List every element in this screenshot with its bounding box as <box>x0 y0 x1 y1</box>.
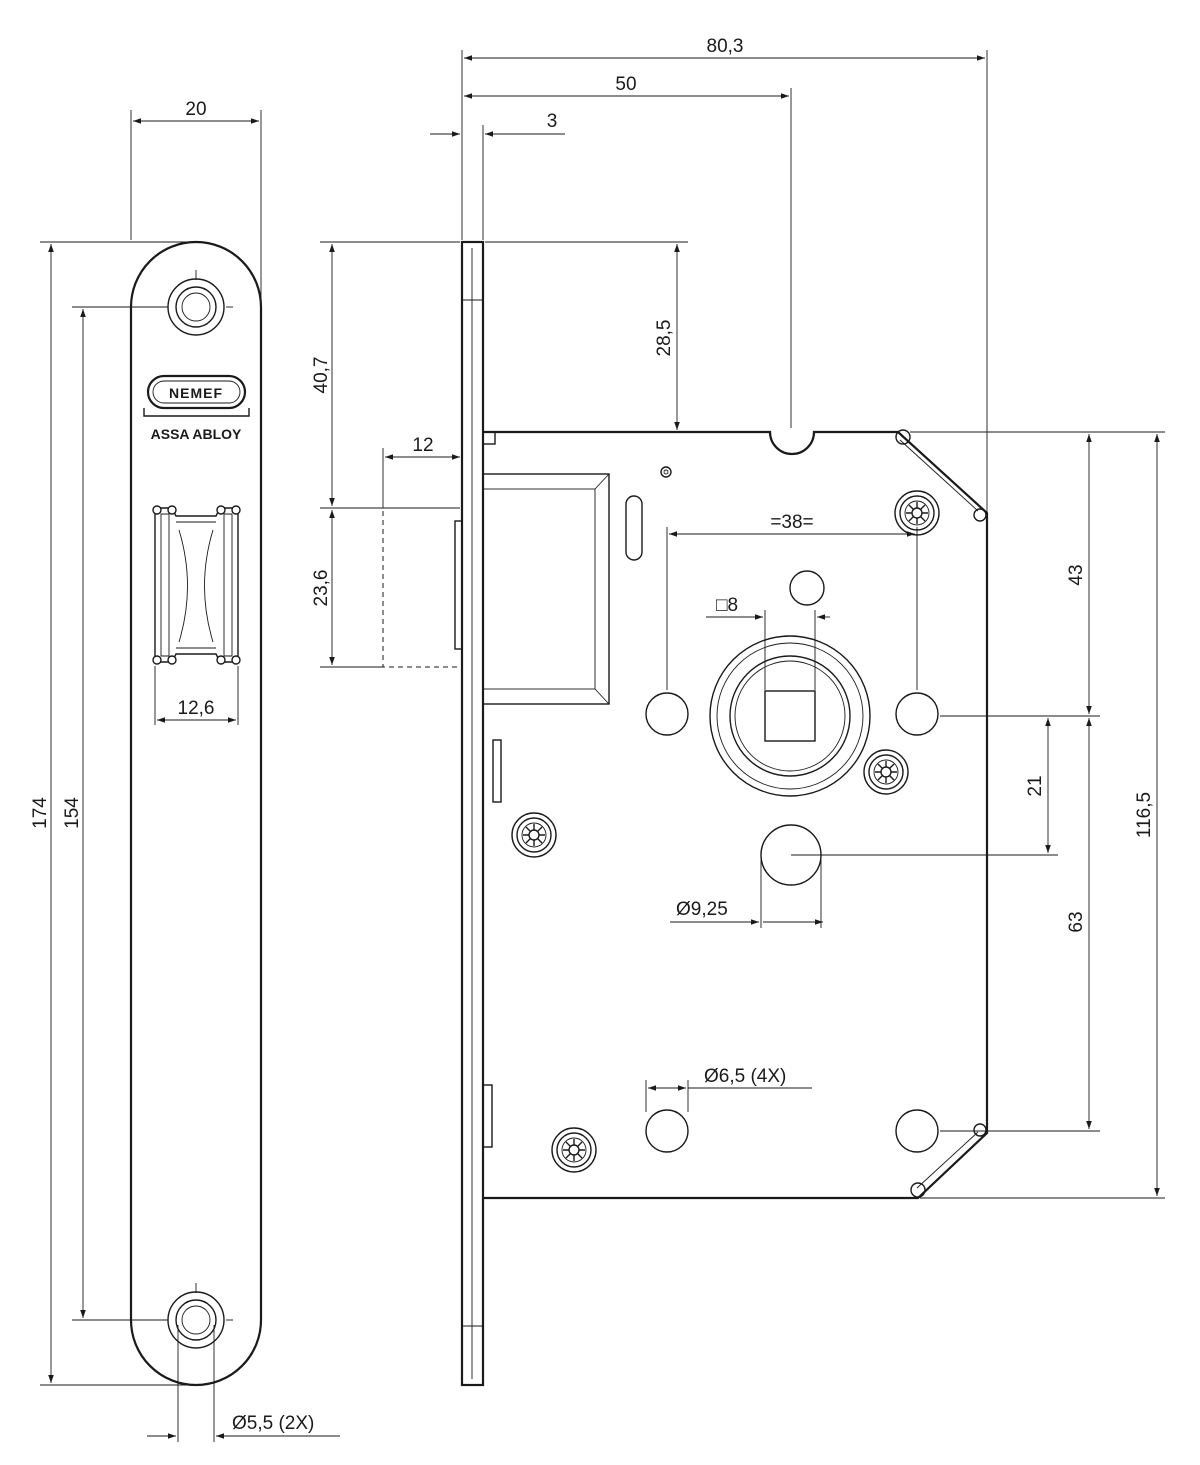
svg-text:20: 20 <box>185 99 206 120</box>
svg-text:80,3: 80,3 <box>707 36 744 57</box>
dim-screw-hole-diameter: Ø5,5 (2X) <box>147 1325 340 1442</box>
dim-latch-width: 12,6 <box>154 666 239 725</box>
brand-logo-text: NEMEF <box>169 385 223 401</box>
dim-overall-depth: 80,3 <box>461 36 988 513</box>
dim-faceplate-width: 20 <box>130 99 262 300</box>
dim-case-top-offset: 28,5 <box>485 241 688 430</box>
svg-text:Ø9,25: Ø9,25 <box>676 899 728 920</box>
svg-text:63: 63 <box>1066 911 1087 932</box>
svg-text:21: 21 <box>1025 775 1046 796</box>
latch-opening <box>152 505 241 665</box>
latch-bolt <box>382 473 610 705</box>
svg-text:154: 154 <box>62 797 83 829</box>
dim-backset: 50 <box>464 74 792 428</box>
faceplate-outline <box>129 240 263 1387</box>
dim-follower-square: □8 <box>706 595 830 690</box>
svg-text:116,5: 116,5 <box>1134 792 1155 838</box>
top-screw-hole <box>159 270 233 336</box>
svg-text:50: 50 <box>615 74 636 95</box>
follower-hub <box>709 635 871 797</box>
screw-icon <box>551 1127 597 1173</box>
brand-sub-text: ASSA ABLOY <box>151 426 242 442</box>
svg-text:23,6: 23,6 <box>311 570 332 607</box>
dim-cylinder-hole-diameter: Ø9,25 <box>670 860 823 928</box>
faceplate-front-view: NEMEF ASSA ABLOY <box>129 240 263 1387</box>
dim-cylinder-to-bottom-hole: 63 <box>940 718 1100 1132</box>
dim-latch-to-top: 40,7 <box>311 241 460 509</box>
svg-text:12: 12 <box>412 435 433 456</box>
dim-faceplate-thickness: 3 <box>430 111 565 240</box>
dim-mount-hole-diameter: Ø6,5 (4X) <box>645 1066 812 1112</box>
dim-faceplate-length: 174 <box>30 241 196 1386</box>
bottom-screw-hole <box>159 1283 233 1349</box>
latch-bolt-projection <box>382 507 463 668</box>
svg-text:174: 174 <box>30 797 51 829</box>
svg-text:3: 3 <box>547 111 558 132</box>
dim-follower-to-top: 43 <box>940 434 1100 717</box>
dim-latch-projection: 12 <box>382 435 460 508</box>
screw-icon <box>511 812 557 858</box>
svg-text:28,5: 28,5 <box>654 320 675 357</box>
dim-case-height: 116,5 <box>910 431 1165 1199</box>
screw-icon <box>863 749 909 795</box>
mount-hole-bottom-right <box>895 1109 939 1153</box>
dim-mount-hole-spacing: =38= <box>666 512 918 690</box>
dim-latch-height: 23,6 <box>311 510 383 668</box>
dim-follower-to-cylinder: 21 <box>791 718 1058 856</box>
auxiliary-hole <box>789 570 825 606</box>
svg-text:40,7: 40,7 <box>311 357 332 394</box>
mount-hole-bottom-left <box>645 1109 689 1153</box>
svg-text:43: 43 <box>1066 564 1087 585</box>
svg-text:□8: □8 <box>716 595 738 616</box>
lock-case-outline <box>483 430 989 1200</box>
svg-text:=38=: =38= <box>770 512 813 533</box>
svg-text:12,6: 12,6 <box>178 698 215 719</box>
dim-screw-hole-pitch: 154 <box>62 306 168 1321</box>
follower-square <box>764 690 816 742</box>
svg-text:Ø5,5 (2X): Ø5,5 (2X) <box>232 1413 314 1434</box>
faceplate-side <box>460 240 485 1387</box>
svg-text:Ø6,5 (4X): Ø6,5 (4X) <box>704 1066 786 1087</box>
mount-hole-right <box>895 692 939 736</box>
lock-body-side-view <box>382 240 989 1387</box>
brand-logo: NEMEF ASSA ABLOY <box>143 374 250 442</box>
mount-hole-left <box>645 692 689 736</box>
